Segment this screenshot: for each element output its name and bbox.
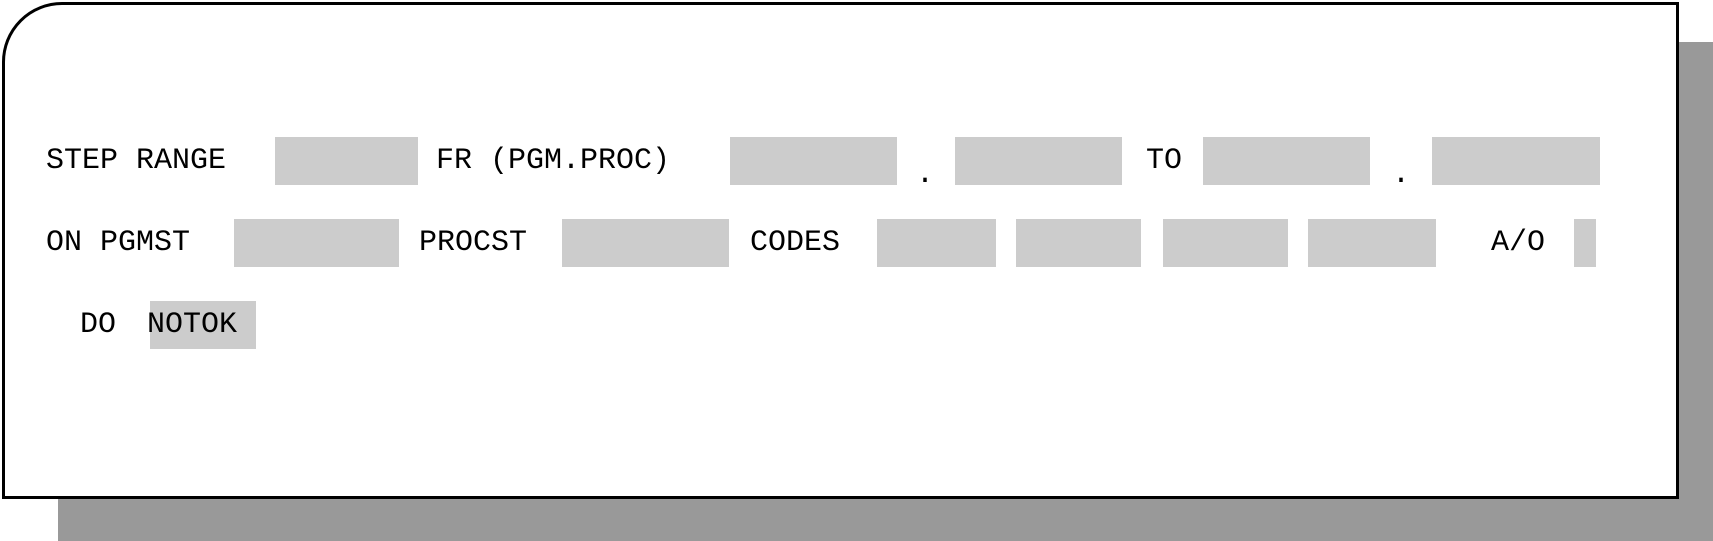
to-separator: . [1392, 158, 1411, 192]
on-pgmst-label: ON PGMST [46, 226, 191, 260]
and-or-field[interactable] [1574, 219, 1596, 267]
to-program-field[interactable] [1203, 137, 1370, 185]
codes-label: CODES [750, 226, 841, 260]
step-range-label: STEP RANGE [46, 144, 227, 178]
and-or-label: A/O [1491, 226, 1546, 260]
from-program-field[interactable] [730, 137, 897, 185]
step-range-field[interactable] [275, 137, 418, 185]
to-label: TO [1146, 144, 1183, 178]
to-procedure-field[interactable] [1432, 137, 1600, 185]
code-3-field[interactable] [1163, 219, 1288, 267]
from-separator: . [916, 158, 935, 192]
code-2-field[interactable] [1016, 219, 1141, 267]
from-procedure-field[interactable] [955, 137, 1122, 185]
step-range-panel: STEP RANGE FR (PGM.PROC) . TO . ON PGMST… [2, 2, 1679, 499]
do-label: DO [80, 308, 117, 342]
do-action-field[interactable]: NOTOK [147, 301, 256, 349]
pgmst-field[interactable] [234, 219, 399, 267]
procst-label: PROCST [419, 226, 528, 260]
code-1-field[interactable] [877, 219, 996, 267]
from-pgm-proc-label: FR (PGM.PROC) [436, 144, 671, 178]
procst-field[interactable] [562, 219, 729, 267]
code-4-field[interactable] [1308, 219, 1436, 267]
